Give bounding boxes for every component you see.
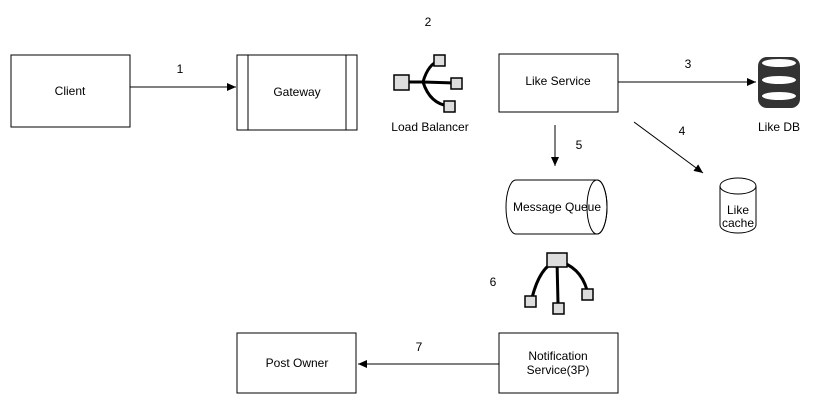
gateway-label: Gateway bbox=[273, 85, 321, 99]
step-label-5: 5 bbox=[575, 138, 583, 152]
like-cache-label: Like cache bbox=[721, 203, 755, 230]
step-label-3: 3 bbox=[684, 57, 692, 71]
notification-service-label: Notification Service(3P) bbox=[526, 349, 590, 377]
step-label-4: 4 bbox=[678, 124, 686, 138]
step-label-2: 2 bbox=[424, 15, 432, 29]
like-service-label: Like Service bbox=[525, 74, 591, 88]
step-label-6: 6 bbox=[489, 275, 497, 289]
load-balancer-icon bbox=[393, 54, 463, 113]
client-label: Client bbox=[54, 84, 86, 98]
arrow-service-to-cache bbox=[633, 121, 704, 174]
client-box bbox=[10, 54, 131, 128]
gateway-box bbox=[236, 54, 358, 131]
post-owner-label: Post Owner bbox=[265, 356, 329, 370]
database-icon bbox=[758, 57, 800, 108]
message-queue-label: Message Queue bbox=[512, 200, 602, 214]
like-db-label: Like DB bbox=[757, 120, 801, 134]
notification-service-box bbox=[498, 332, 619, 394]
message-queue-shape bbox=[505, 179, 608, 235]
cache-cylinder bbox=[719, 177, 757, 234]
post-owner-box bbox=[236, 332, 357, 394]
hierarchy-icon bbox=[524, 252, 594, 315]
like-service-box bbox=[498, 53, 619, 113]
step-label-1: 1 bbox=[176, 62, 184, 76]
step-label-7: 7 bbox=[415, 340, 423, 354]
load-balancer-label: Load Balancer bbox=[391, 120, 469, 134]
